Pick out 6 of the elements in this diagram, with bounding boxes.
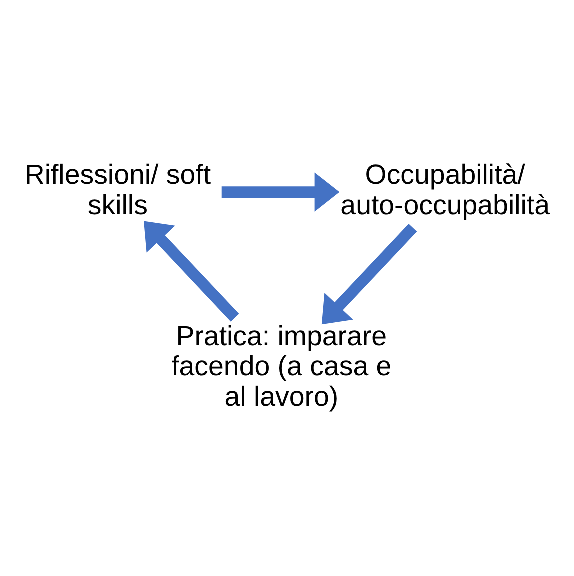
arrow [144,221,240,322]
node-text: Riflessioni/ soft skills [24,159,212,220]
node-text: Pratica: imparare facendo (a casa e al lavoro) [172,320,392,412]
node-text: Occupabilità/ auto-occupabilità [340,159,550,220]
arrow [322,224,418,325]
arrow [222,172,340,212]
